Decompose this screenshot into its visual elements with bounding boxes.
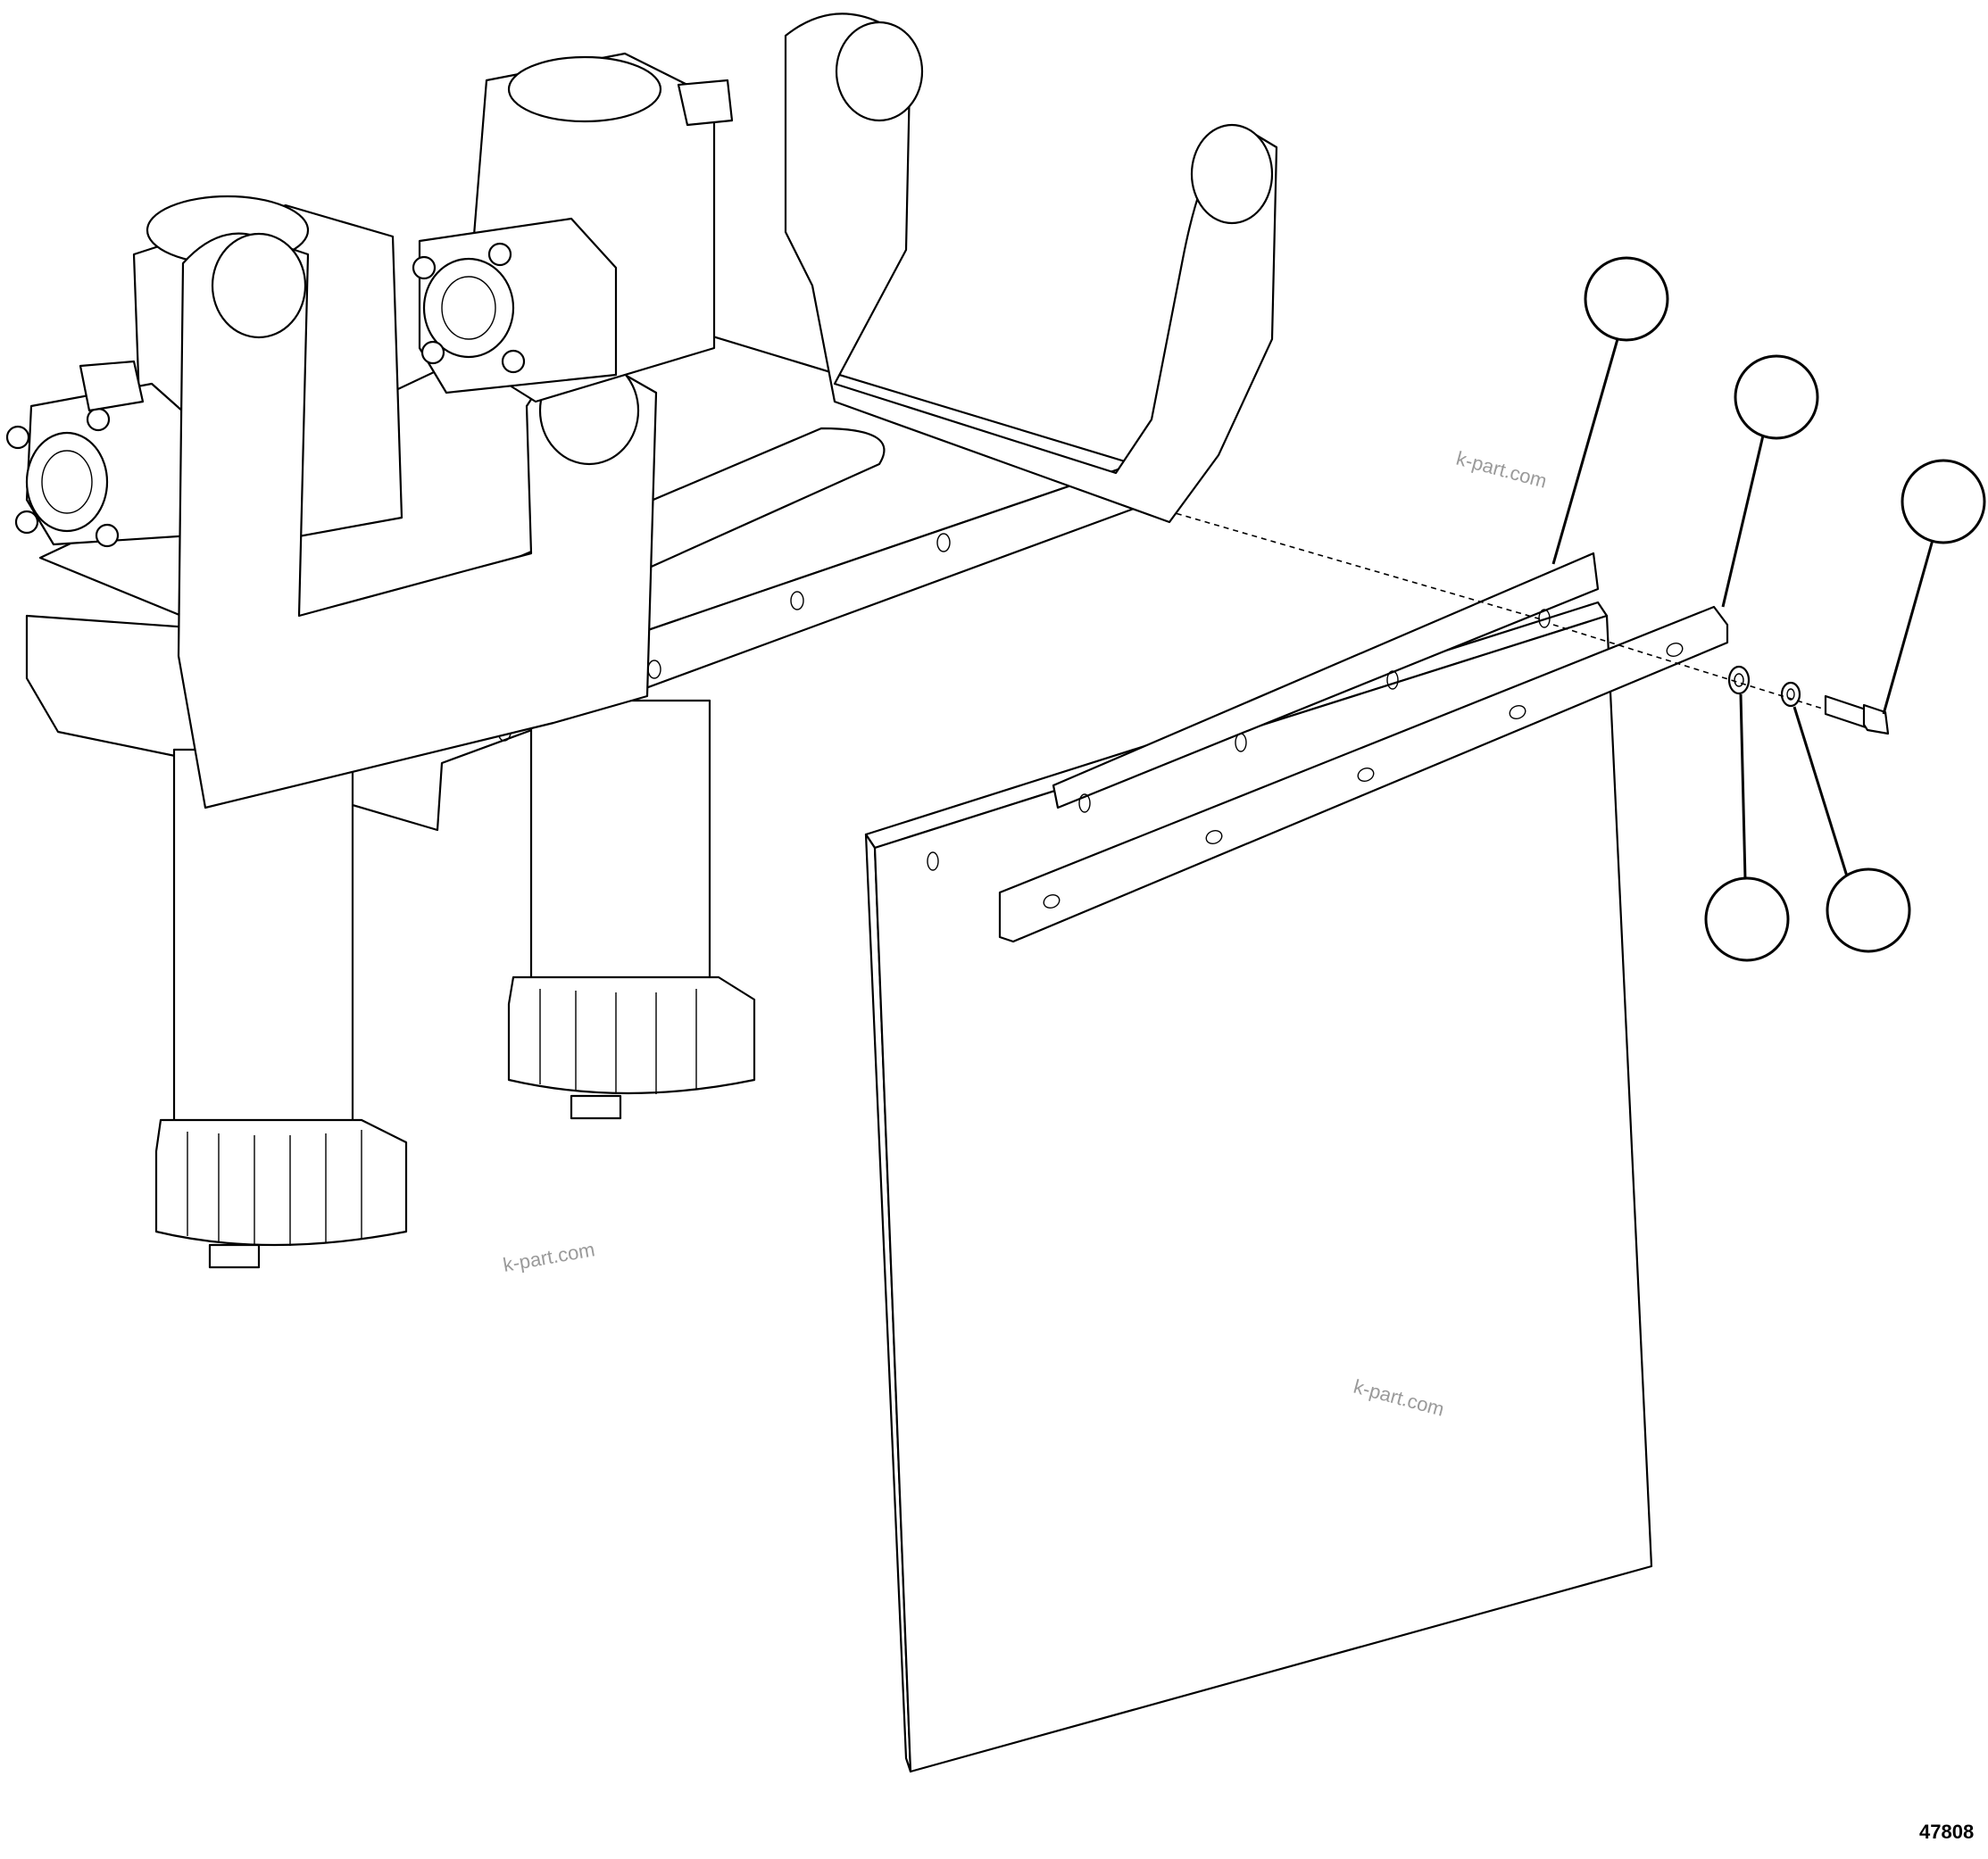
watermark-top: k-part.com [1454,447,1550,493]
figure-number: 47808 [1919,1821,1974,1843]
filter-canister-right [507,699,756,1120]
callout-2 [1734,354,1819,440]
panel-top-flange [927,552,1600,871]
retaining-strip [998,605,1729,943]
alignment-line-lower [1552,624,1826,710]
leader-2 [1721,435,1765,608]
shield-panel [864,601,1653,1773]
leader-1 [1551,338,1619,565]
callout-3 [1901,459,1986,544]
bolt [1824,694,1890,735]
callout-1 [1584,256,1669,342]
watermark-middle: k-part.com [502,1238,597,1276]
filter-canister-left [154,748,408,1269]
leader-4 [1739,693,1747,880]
flat-washer [1727,665,1751,695]
valve-head-right [412,52,734,403]
leader-5 [1793,706,1850,880]
alignment-line-upper [1128,499,1545,621]
saddle-clamp-right [784,12,1278,524]
callout-5 [1826,867,1911,953]
lock-washer [1780,681,1801,708]
callout-4 [1704,876,1790,962]
leader-3 [1882,539,1934,715]
